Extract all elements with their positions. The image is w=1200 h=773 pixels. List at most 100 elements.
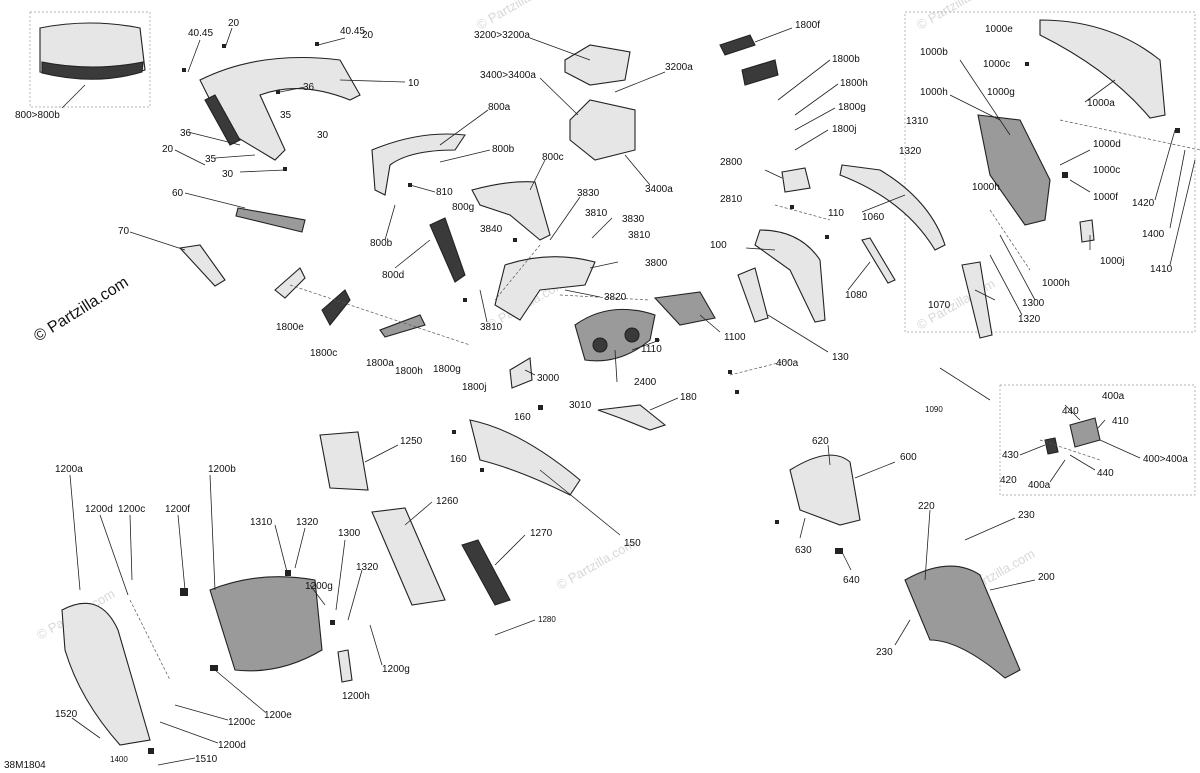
leader [999,234,1036,301]
leader [439,109,489,146]
part-800c [471,181,551,241]
label-440: 440 [1062,406,1079,417]
leader [187,39,201,73]
label-1060: 1060 [862,212,885,223]
label-3400a: 3400a [645,184,673,195]
label-1000e: 1000e [985,24,1013,35]
leader [614,71,666,93]
leader [317,37,346,46]
label-3400-3400a: 3400>3400a [480,70,536,81]
label-440: 440 [1097,468,1114,479]
label-1000a: 1000a [1087,98,1115,109]
leader [767,314,829,353]
part-1200b-side-panel [209,576,323,672]
leader [409,184,436,193]
bolt [1175,128,1180,133]
leader [591,217,613,239]
label-1000g: 1000g [987,87,1015,98]
leader [794,83,839,116]
leader [239,169,286,173]
label-20: 20 [162,144,174,155]
label-30: 30 [317,130,329,141]
leader [69,474,81,591]
part-1060-trim [839,164,946,251]
label-640: 640 [843,575,860,586]
leader [794,107,836,131]
leader [177,514,186,591]
label-400a: 400a [776,358,799,369]
label-1000h: 1000h [972,182,1000,193]
part-150-side-panel [469,419,581,496]
bolt [655,338,659,342]
leader [479,289,488,323]
leader [129,514,133,581]
part-3200-cover [564,44,631,86]
label-420: 420 [1000,475,1017,486]
label-10: 10 [408,78,420,89]
part-2800 [781,167,811,193]
label-3000: 3000 [537,373,560,384]
bolt [148,748,154,754]
part-60-strip [235,207,306,233]
leader [404,501,433,526]
label-3830: 3830 [577,188,600,199]
label-20: 20 [362,30,374,41]
label-3010: 3010 [569,400,592,411]
dashed-line [1059,119,1200,151]
leader [564,289,601,298]
leader [614,349,618,383]
label-1080: 1080 [845,290,868,301]
dashed-line [494,244,541,301]
leader [71,717,101,739]
label-800d: 800d [382,270,404,281]
label-1000j: 1000j [1100,256,1124,267]
label-1310: 1310 [906,116,929,127]
parts [39,19,1166,746]
label-3820: 3820 [604,292,627,303]
label-810: 810 [436,187,453,198]
part-1800f [719,34,756,56]
label-150: 150 [624,538,641,549]
leader [157,757,196,766]
part-windshield-base [41,61,144,80]
bolt [180,588,188,596]
label-1200g: 1200g [382,664,410,675]
part-410-mirror [1069,417,1101,448]
leader [524,369,536,376]
label-800b: 800b [370,238,393,249]
label-1410: 1410 [1150,264,1173,275]
leader [1154,129,1176,201]
bolt [330,620,335,625]
leader [649,397,679,411]
leader-lines [61,27,1196,766]
bolt [728,370,732,374]
inset-box-mirror [999,384,1196,496]
label-620: 620 [812,436,829,447]
part-1000a-panel [1039,19,1166,119]
label-35: 35 [205,154,217,165]
inset-box-windshield [29,11,151,108]
leader [989,579,1036,591]
leader [439,149,491,163]
label-1000b: 1000b [920,47,948,58]
label-800-800b: 800>800b [15,110,60,121]
part-100-panel [754,229,826,323]
leader [754,27,793,43]
label-1800g: 1800g [433,364,461,375]
leader [1069,179,1091,193]
part-1800a [379,314,426,338]
leader [347,569,363,621]
label-3830: 3830 [622,214,645,225]
label-1000c: 1000c [1093,165,1120,176]
leader [799,517,806,539]
leader [274,524,288,573]
label-3840: 3840 [480,224,503,235]
leader [989,254,1023,316]
leader [861,194,906,213]
dashed-line [774,204,831,221]
label-200: 200 [1038,572,1055,583]
part-70-bracket [178,244,226,287]
leader [214,669,266,713]
label-1800c: 1800c [310,348,337,359]
